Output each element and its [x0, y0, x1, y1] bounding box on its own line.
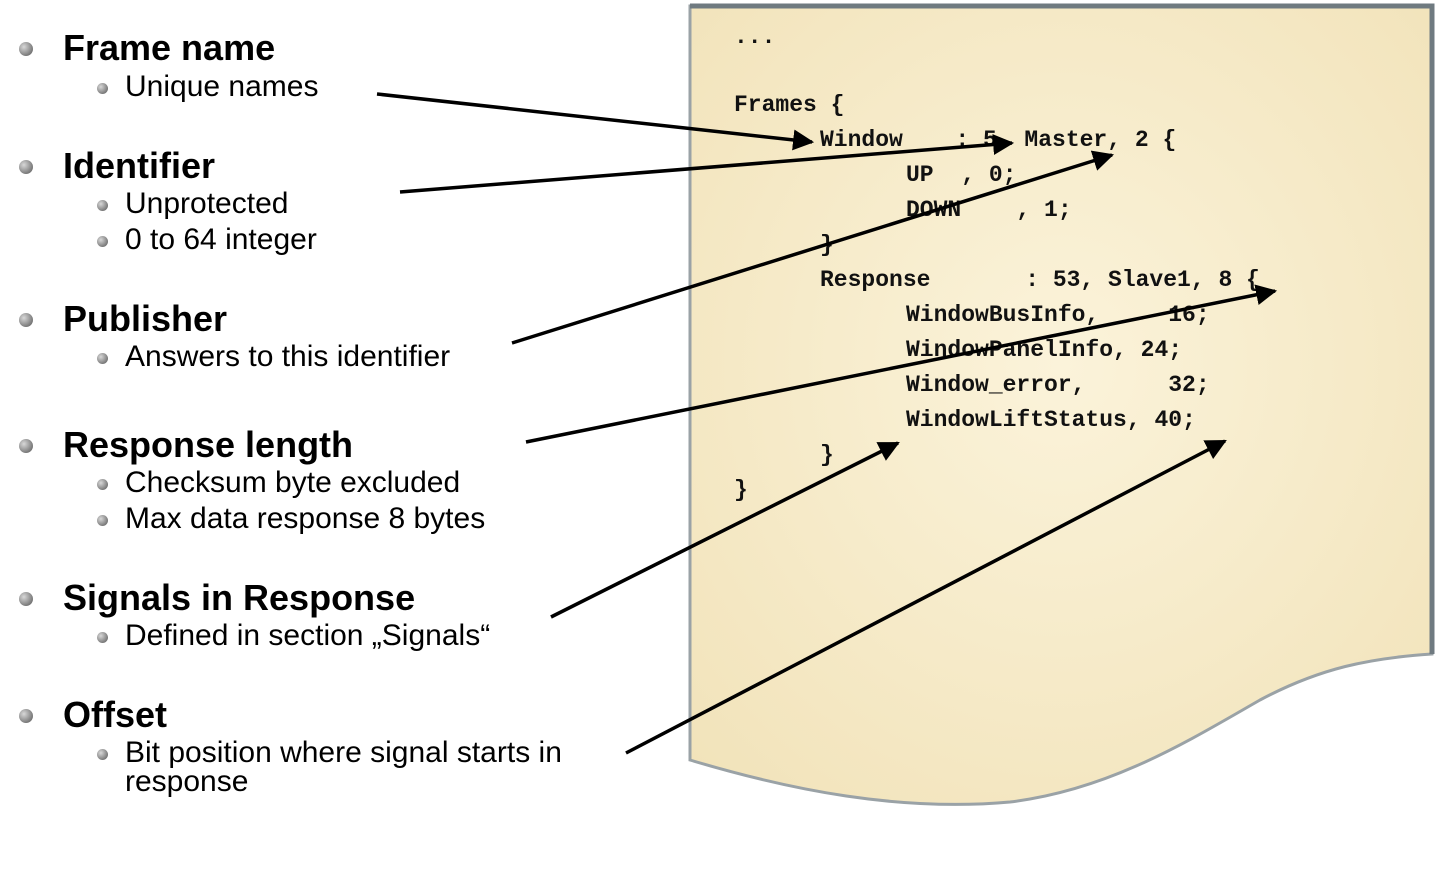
code-signal-line: WindowPanelInfo, 24; [906, 337, 1183, 363]
topic-item: Bit position where signal starts in [125, 736, 562, 769]
arrow-identifier [399, 134, 1015, 194]
sub-bullet-icon [97, 749, 108, 760]
code-response-name: Response [820, 267, 931, 293]
sub-bullet-icon [97, 83, 108, 94]
topic-item: Checksum byte excluded [125, 466, 461, 499]
topic-title: Response length [63, 424, 354, 465]
topic-title: Identifier [63, 145, 216, 186]
code-frames-close: } [734, 477, 748, 503]
bullet-icon [19, 592, 33, 606]
topic-item: Unprotected [125, 187, 289, 220]
sub-bullet-icon [97, 632, 108, 643]
code-window-rest: : 5, Master, 2 { [914, 127, 1177, 153]
arrow-frame-name [376, 92, 815, 151]
topic-title: Offset [63, 694, 168, 735]
bullet-icon [19, 709, 33, 723]
topic-title: Frame name [63, 27, 276, 68]
sub-bullet-icon [97, 515, 108, 526]
code-response-rest: : 53, Slave1, 8 { [970, 267, 1260, 293]
code-ellipsis: ... [734, 24, 776, 50]
topic-title: Signals in Response [63, 577, 416, 618]
bullet-icon [19, 42, 33, 56]
bullet-icon [19, 160, 33, 174]
topic-item: Max data response 8 bytes [125, 502, 486, 535]
bullet-icon [19, 439, 33, 453]
sub-bullet-icon [97, 353, 108, 364]
arrow-signals-in-response [550, 441, 900, 619]
sub-bullet-icon [97, 479, 108, 490]
arrow-publisher [511, 150, 1115, 345]
topic-item: Unique names [125, 70, 319, 103]
bullet-icon [19, 313, 33, 327]
topic-item: Defined in section „Signals“ [125, 619, 491, 652]
arrow-response-length [525, 284, 1278, 444]
code-up-line: UP , 0; [906, 162, 1017, 188]
topic-item: 0 to 64 integer [125, 223, 317, 256]
topic-item: Answers to this identifier [125, 340, 451, 373]
arrow-offset [625, 439, 1227, 755]
code-frames-open: Frames { [734, 92, 845, 118]
sub-bullet-icon [97, 200, 108, 211]
code-signal-line: WindowLiftStatus, 40; [906, 407, 1196, 433]
code-signal-line: Window_error, 32; [906, 372, 1210, 398]
topic-title: Publisher [63, 298, 228, 339]
code-window-name: Window [820, 127, 903, 153]
topic-item-continuation: response [125, 765, 249, 798]
sub-bullet-icon [97, 236, 108, 247]
code-response-close: } [820, 442, 834, 468]
